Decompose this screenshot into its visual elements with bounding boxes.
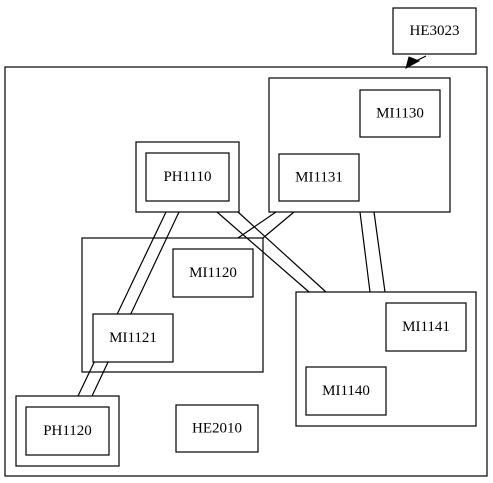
edge-mi1131-mi1120-a [237,211,277,239]
cluster-ph1110 [135,141,240,213]
edge-ph1110-ph1120-b [91,211,180,397]
edge-mi1131-mi1120-b [262,211,295,239]
node-he3023: HE3023 [392,7,477,55]
node-mi1130: MI1130 [359,89,441,138]
node-mi1121: MI1121 [92,313,174,363]
node-mi1131-label: MI1131 [295,170,343,186]
cluster-mi1120-mi1121 [81,237,264,373]
node-ph1110: PH1110 [145,152,230,202]
node-mi1140: MI1140 [305,366,387,416]
node-ph1110-label: PH1110 [163,169,211,185]
node-mi1140-label: MI1140 [322,383,370,399]
edge-ph1110-mi1141-b [237,211,327,293]
node-he3023-label: HE3023 [410,23,460,39]
node-mi1121-label: MI1121 [109,330,157,346]
arrowhead-icon [405,56,421,69]
edge-ph1110-ph1120-a [77,211,167,397]
node-mi1120: MI1120 [172,248,254,298]
node-he2010: HE2010 [175,404,259,453]
node-mi1141: MI1141 [385,302,467,352]
edge-mi1130-mi1141-b [373,211,386,293]
node-mi1141-label: MI1141 [402,319,450,335]
cluster-mi1141-mi1140 [295,291,477,427]
outer-cluster [4,66,488,477]
edge-ph1110-mi1141-a [216,211,310,293]
cluster-ph1120 [15,395,120,467]
node-mi1120-label: MI1120 [189,265,237,281]
node-ph1120: PH1120 [25,406,110,456]
node-mi1130-label: MI1130 [376,106,424,122]
cluster-mi1130-mi1131 [268,77,451,213]
node-mi1131: MI1131 [278,153,360,202]
edge-mi1130-mi1141-a [359,211,371,293]
node-ph1120-label: PH1120 [43,423,92,439]
node-he2010-label: HE2010 [192,421,242,437]
